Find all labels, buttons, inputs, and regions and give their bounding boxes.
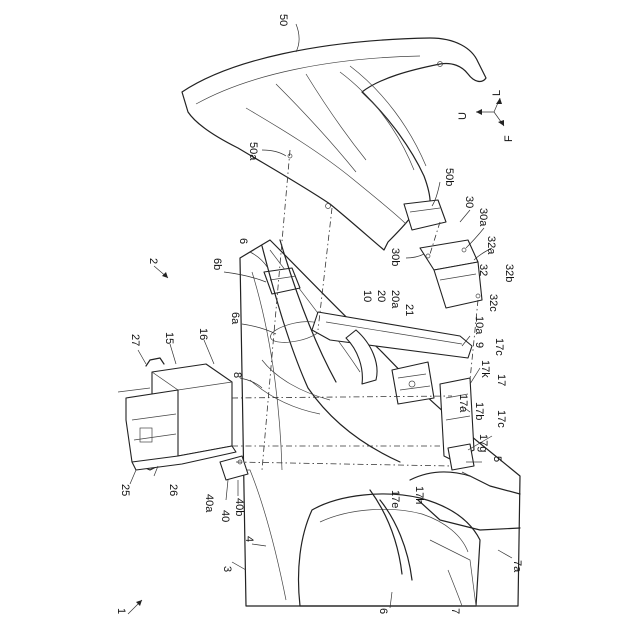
label-50: 50 xyxy=(277,14,289,26)
label-32b: 32b xyxy=(503,264,515,282)
label-20: 20 xyxy=(375,290,387,302)
label-30: 30 xyxy=(463,196,475,208)
direction-indicator: L U F xyxy=(457,90,515,142)
label-2: 2 xyxy=(147,258,159,264)
label-40b: 40b xyxy=(233,498,245,516)
label-17c-bot: 17c xyxy=(495,410,507,428)
label-10: 10 xyxy=(361,290,373,302)
label-7a: 7a xyxy=(511,560,523,573)
label-4: 4 xyxy=(243,536,255,542)
axis-left-label: L xyxy=(491,90,503,96)
label-5: 5 xyxy=(491,456,503,462)
label-17c-top: 17c xyxy=(493,338,505,356)
label-17g: 17g xyxy=(477,434,489,452)
label-3: 3 xyxy=(221,566,233,572)
label-40a: 40a xyxy=(203,494,215,513)
label-15: 15 xyxy=(163,332,175,344)
label-30b: 30b xyxy=(389,248,401,266)
label-6-top: 6 xyxy=(237,238,249,244)
label-7: 7 xyxy=(449,608,461,614)
rear-fender-panel xyxy=(182,38,486,250)
pillar-structure xyxy=(250,240,400,462)
label-17k: 17k xyxy=(479,360,491,378)
label-6-bottom: 6 xyxy=(377,608,389,614)
label-17b: 17b xyxy=(473,402,485,420)
label-21: 21 xyxy=(403,304,415,316)
label-50a: 50a xyxy=(247,142,259,161)
axis-up-label: U xyxy=(457,112,469,120)
label-25: 25 xyxy=(119,484,131,496)
label-27: 27 xyxy=(129,334,141,346)
label-50b: 50b xyxy=(443,168,455,186)
label-17: 17 xyxy=(495,374,507,386)
assembly-center-lines xyxy=(232,150,478,470)
label-32c: 32c xyxy=(487,294,499,312)
label-20a: 20a xyxy=(389,290,401,309)
label-17e: 17e xyxy=(389,490,401,508)
label-17h: 17h xyxy=(413,486,425,504)
label-9: 9 xyxy=(473,342,485,348)
label-6b: 6b xyxy=(211,258,223,270)
label-30a: 30a xyxy=(477,208,489,227)
label-17a: 17a xyxy=(457,394,469,413)
label-32: 32 xyxy=(477,264,489,276)
battery-unit xyxy=(118,358,236,470)
label-32a: 32a xyxy=(485,236,497,255)
label-10a: 10a xyxy=(473,316,485,335)
label-1: 1 xyxy=(115,608,127,614)
label-26: 26 xyxy=(167,484,179,496)
axis-front-label: F xyxy=(503,135,515,142)
label-16: 16 xyxy=(197,328,209,340)
label-6a: 6a xyxy=(229,312,241,325)
bracket-assembly xyxy=(420,240,482,308)
label-8: 8 xyxy=(231,372,243,378)
label-40: 40 xyxy=(219,510,231,522)
